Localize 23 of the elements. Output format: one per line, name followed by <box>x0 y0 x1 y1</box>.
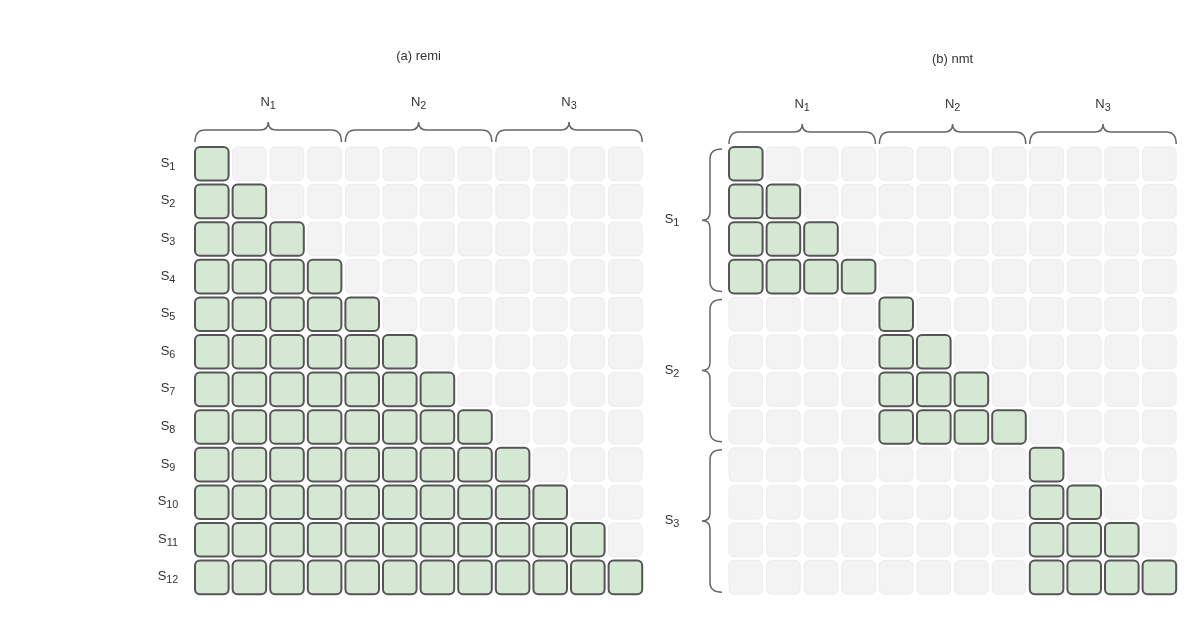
row-label: S$_{2}$ <box>160 193 176 210</box>
row-label: S$_{5}$ <box>160 306 176 323</box>
row-label: S$_{6}$ <box>160 343 176 360</box>
panel-title: (a) remi <box>396 48 441 62</box>
row-label: S$_{12}$ <box>157 569 179 586</box>
panel-title: (b) nmt <box>932 51 974 65</box>
row-label: S$_{2}$ <box>664 362 680 379</box>
column-label: N$_{2}$ <box>410 94 427 112</box>
row-label: S$_{3}$ <box>160 230 176 248</box>
row-label: S$_{1}$ <box>160 155 176 172</box>
row-label: S$_{11}$ <box>158 531 178 548</box>
column-label: N$_{3}$ <box>561 94 577 112</box>
row-label: S$_{3}$ <box>664 512 680 530</box>
column-label: N$_{1}$ <box>794 96 810 114</box>
row-label: S$_{1}$ <box>664 212 680 229</box>
row-label: S$_{10}$ <box>157 494 179 511</box>
row-label: S$_{8}$ <box>160 418 176 436</box>
column-label: N$_{2}$ <box>944 96 961 114</box>
row-label: S$_{7}$ <box>160 381 176 398</box>
row-label: S$_{9}$ <box>160 456 176 473</box>
column-label: N$_{1}$ <box>260 94 276 112</box>
column-label: N$_{3}$ <box>1095 96 1111 114</box>
row-label: S$_{4}$ <box>160 268 176 285</box>
